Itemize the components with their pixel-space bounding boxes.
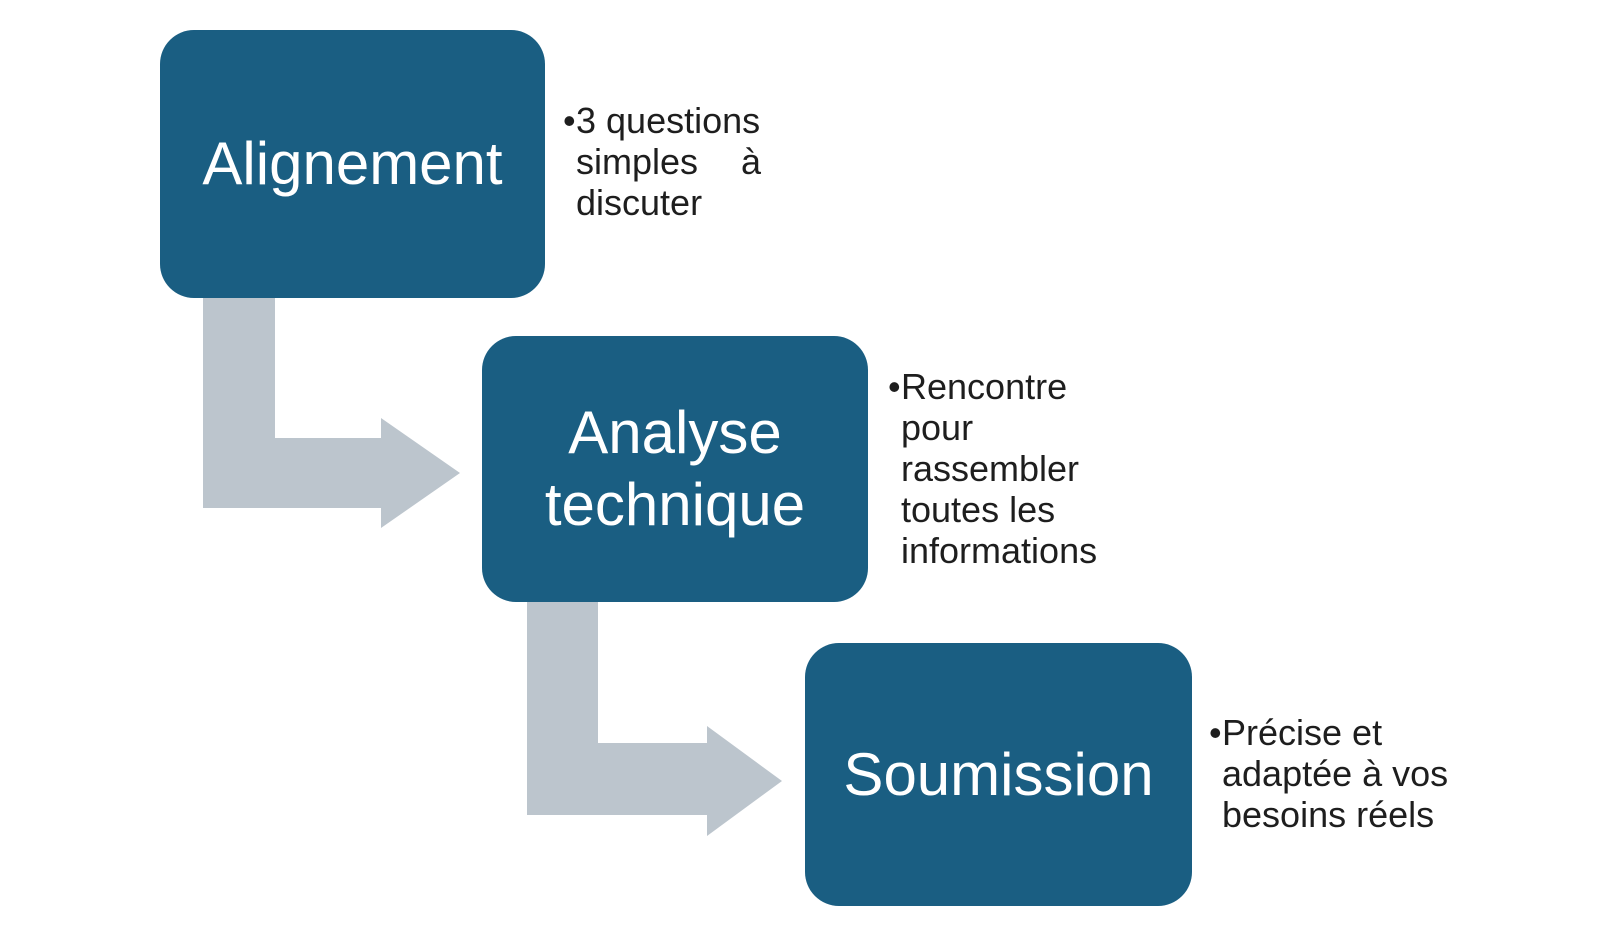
- annotation-line: adaptée à vos: [1222, 753, 1449, 794]
- annotation-line: Précise et: [1222, 712, 1383, 753]
- annotation-line: discuter: [576, 182, 703, 223]
- annotation-line: informations: [901, 530, 1098, 571]
- bullet-icon: •: [1209, 712, 1222, 753]
- step-title-analyse-technique: Analyse technique: [544, 399, 806, 538]
- elbow-arrow-icon-1: [203, 296, 460, 528]
- annotation-line: rassembler: [901, 448, 1080, 489]
- step-1-annotation: • 3 questions simples à discuter: [563, 100, 761, 223]
- step-2-annotation: • Rencontre pour rassembler toutes les i…: [888, 366, 1100, 571]
- step-3-annotation: • Précise et adaptée à vos besoins réels: [1209, 712, 1449, 835]
- bullet-icon: •: [563, 100, 576, 141]
- step-box-analyse-technique: Analyse technique: [482, 336, 868, 602]
- bullet-icon: •: [888, 366, 901, 407]
- step-title-soumission: Soumission: [843, 740, 1154, 808]
- annotation-line: Rencontre: [901, 366, 1068, 407]
- annotation-line: 3 questions: [576, 100, 761, 141]
- step-box-soumission: Soumission: [805, 643, 1192, 906]
- step-title-alignement: Alignement: [202, 130, 503, 197]
- step-box-alignement: Alignement: [160, 30, 545, 298]
- annotation-line: besoins réels: [1222, 794, 1435, 835]
- elbow-arrow-icon-2: [527, 600, 782, 836]
- annotation-line: simples à: [576, 141, 761, 182]
- annotation-line: toutes les: [901, 489, 1056, 530]
- annotation-line: pour: [901, 407, 974, 448]
